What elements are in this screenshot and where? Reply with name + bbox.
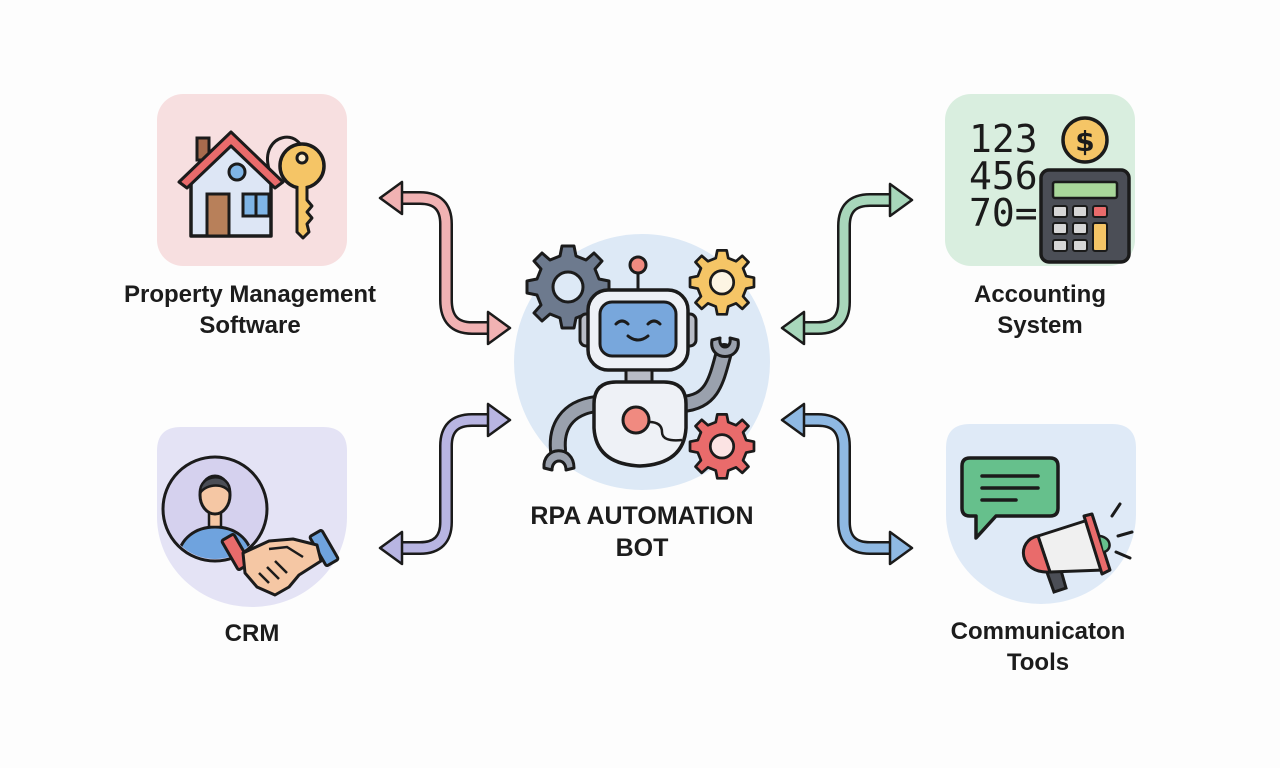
robot-with-gears-icon [514,234,770,490]
gear-icon [688,412,756,480]
arrow-head [486,402,512,438]
node-communication [946,424,1136,604]
label-line: System [997,312,1083,339]
person-handshake-icon [157,427,347,607]
node-crm [157,427,347,607]
center-node-rpa-bot [512,232,772,492]
arrow-head [378,530,404,566]
arrow-head [888,530,914,566]
center-label: RPA AUTOMATION BOT [492,500,792,564]
label-line: Software [199,312,301,339]
node-label-property-management: Property Management Software [90,279,410,341]
icon-text-row: 70= [969,191,1038,235]
label-line: Tools [1006,649,1070,676]
connection-arrow-crm [378,402,512,566]
arrow-head [888,182,914,218]
arrow-head [486,310,512,346]
connection-arrow-accounting [780,182,914,346]
node-label-crm: CRM [152,618,352,649]
connection-arrow-communication [780,402,914,566]
house-key-icon [157,94,347,266]
label-line: Communicaton [950,618,1126,645]
chat-megaphone-icon [946,424,1136,604]
node-label-accounting: Accounting System [900,279,1180,341]
label-line: RPA AUTOMATION [530,502,754,530]
svg-text:$: $ [1075,125,1094,158]
gear-icon [688,248,756,316]
calculator-numbers-icon: 123 456 70= $ [945,94,1135,266]
label-line: Accounting [974,281,1106,308]
label-line: CRM [224,620,280,647]
arrow-head [780,402,806,438]
node-label-communication: Communicaton Tools [898,616,1178,678]
node-accounting: 123 456 70= $ [945,94,1135,266]
arrow-head [378,180,404,216]
arrow-head [780,310,806,346]
label-line: Property Management [123,281,377,308]
icon-text-row: 123 [969,117,1038,161]
label-line: BOT [615,534,669,562]
node-property-management [157,94,347,266]
icon-text-row: 456 [969,154,1038,198]
